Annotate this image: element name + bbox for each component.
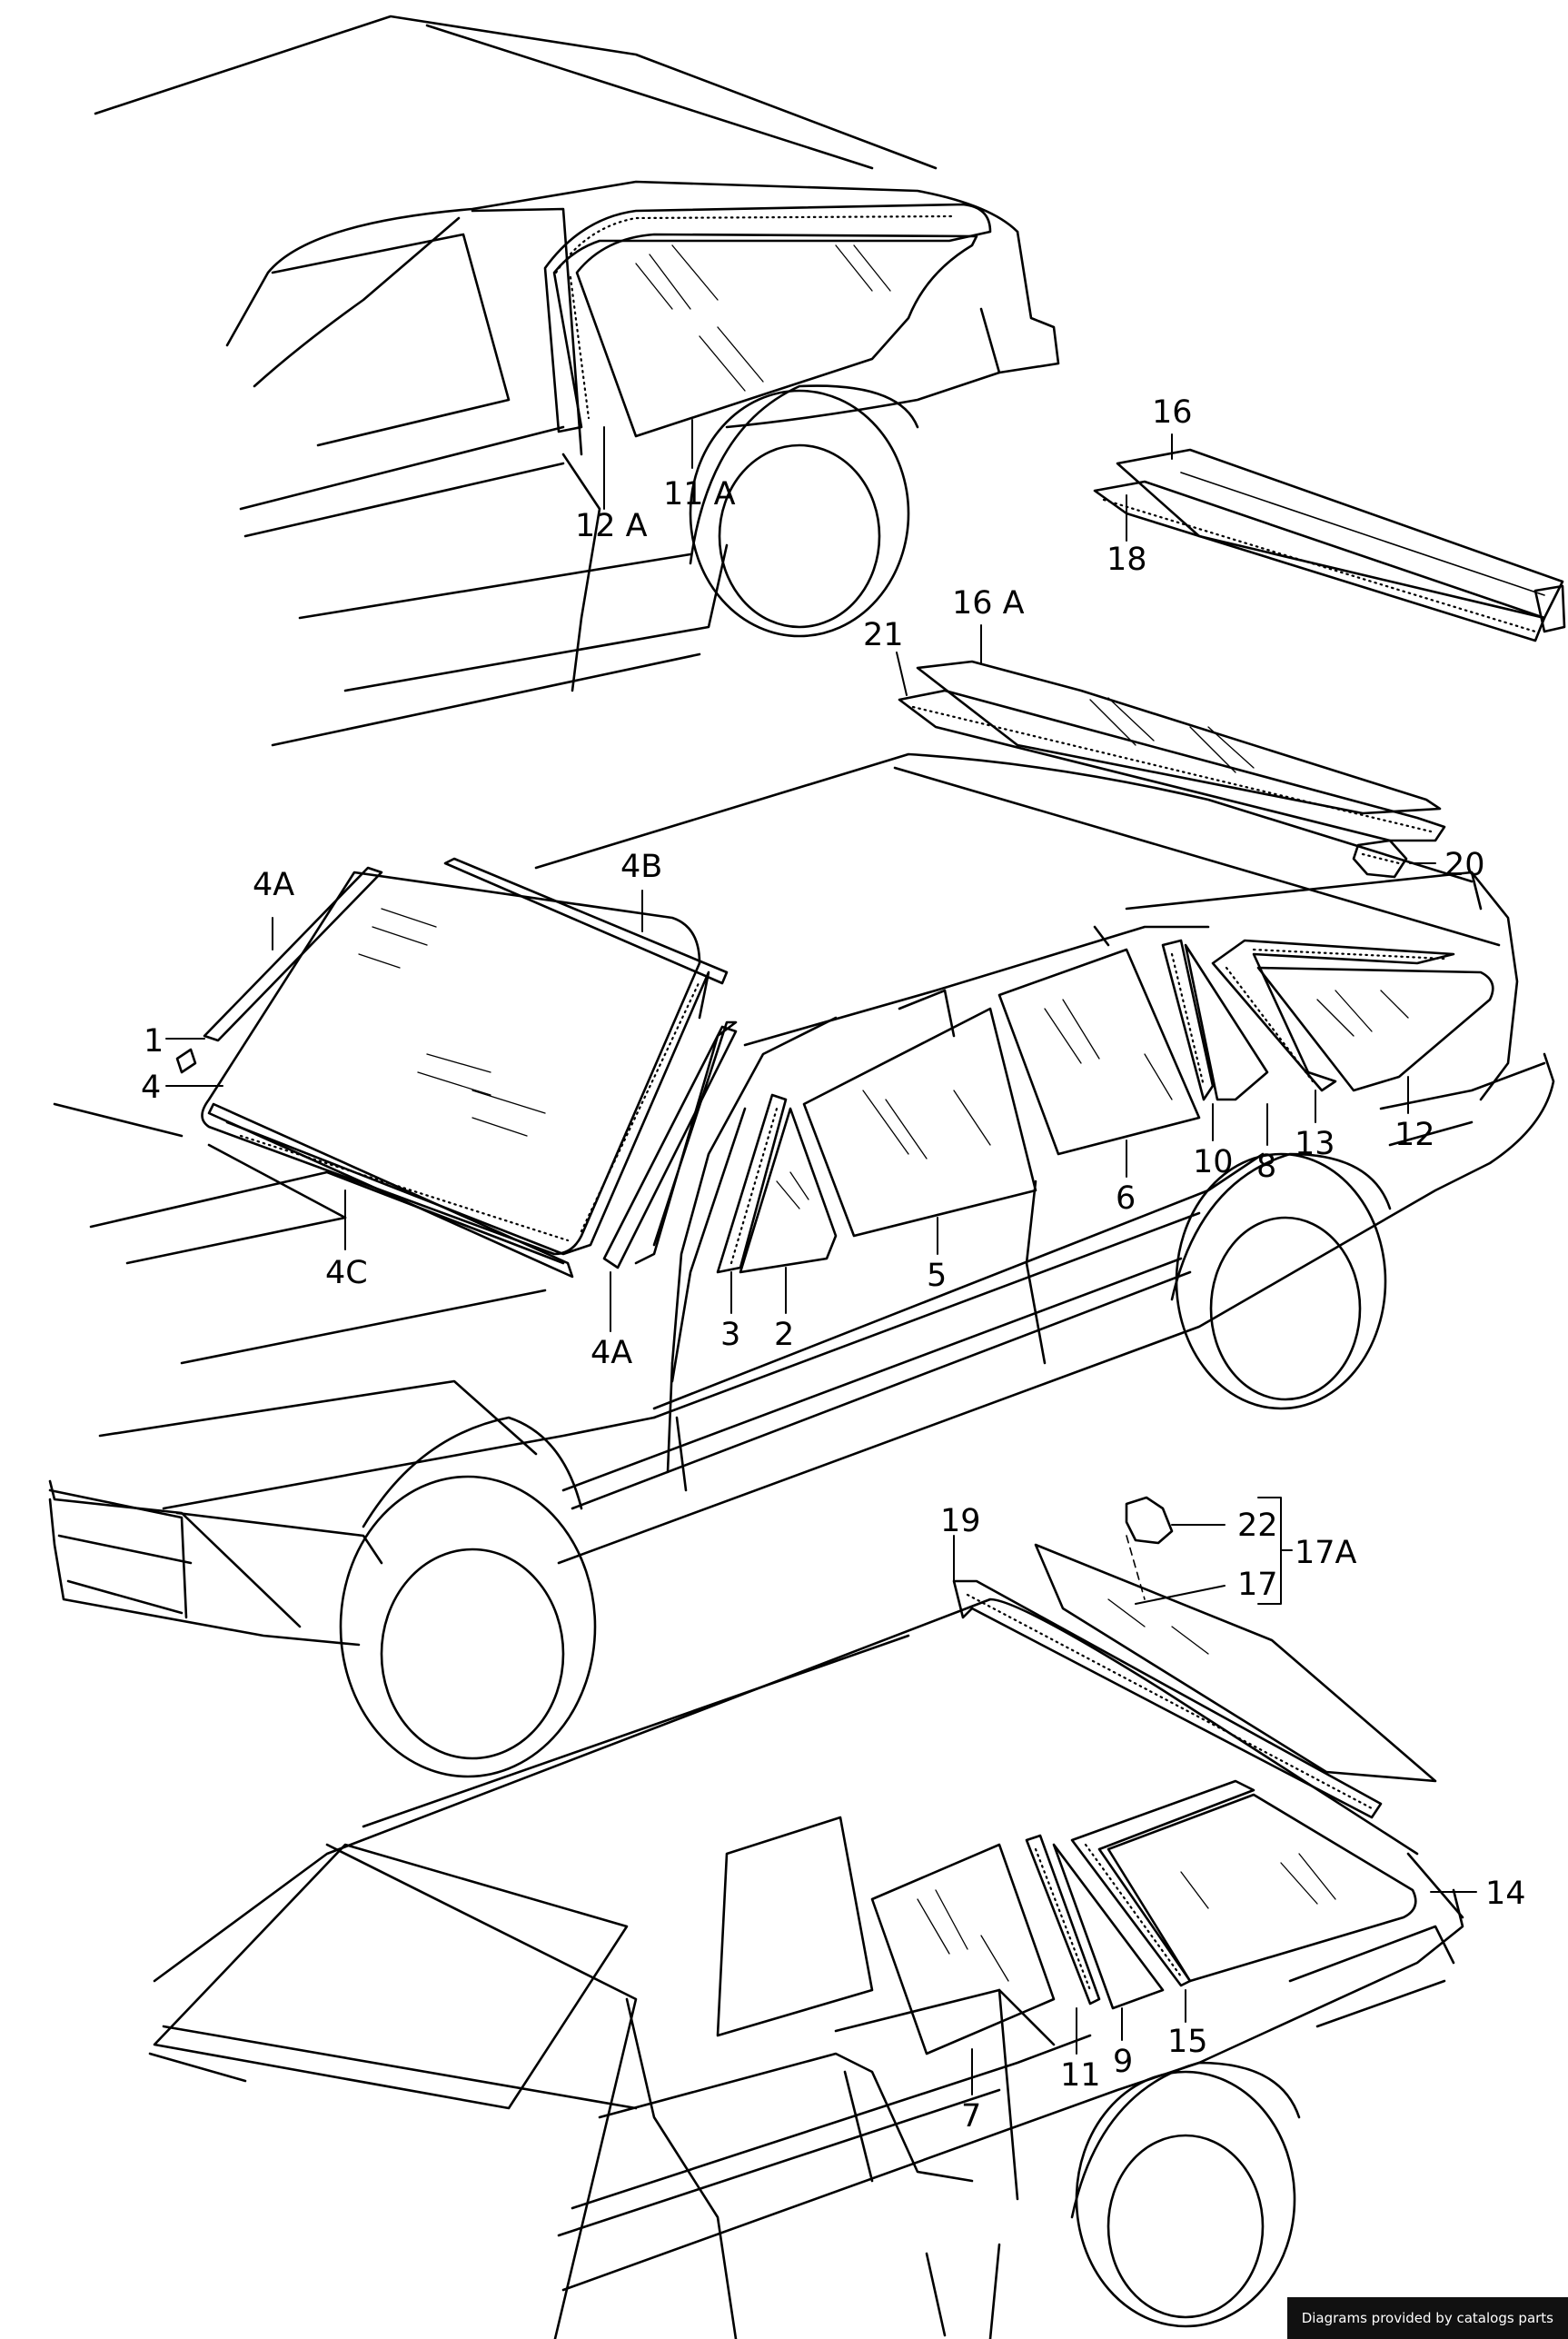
callout-12a: 12 A: [575, 508, 648, 544]
rear-door-glass-7-illustration: [870, 1843, 1056, 2055]
callout-2: 2: [774, 1317, 794, 1353]
callout-11a: 11 A: [663, 476, 736, 513]
callout-15: 15: [1167, 2024, 1208, 2060]
callout-labels: 12 A 11 A 16 18 16 A 21 20 4A 4B 1 4 4C …: [141, 394, 1526, 2135]
trim-strip-4c-illustration: [207, 1102, 574, 1279]
quarter-glass-14-illustration: [1107, 1793, 1417, 1983]
vent-glass-9-illustration: [1052, 1843, 1165, 2010]
seal-11-illustration: [1025, 1834, 1101, 2006]
callout-12: 12: [1394, 1117, 1435, 1153]
callout-20: 20: [1444, 847, 1485, 883]
credit-badge: Diagrams provided by catalogs parts: [1286, 2297, 1568, 2339]
quarter-window-glass-2-illustration: [739, 1107, 838, 1274]
callout-4a-bottom: 4A: [590, 1335, 632, 1371]
callout-8: 8: [1256, 1149, 1276, 1185]
callout-4c: 4C: [325, 1255, 368, 1291]
callout-16a: 16 A: [952, 585, 1025, 622]
quarter-window-seal-3-illustration: [716, 1093, 788, 1274]
callout-21: 21: [863, 617, 904, 653]
callout-13: 13: [1295, 1126, 1335, 1162]
trim-strip-4a-upper-illustration: [175, 866, 383, 1074]
callout-4b: 4B: [620, 849, 662, 885]
callout-1: 1: [144, 1023, 164, 1060]
rear-window-glass-16a-illustration: [916, 660, 1442, 815]
callout-17: 17: [1237, 1567, 1278, 1603]
rear-window-glass-16-illustration: [1116, 448, 1564, 620]
fastener-22-illustration: [1125, 1496, 1174, 1600]
windshield-glass-illustration: [201, 871, 710, 1256]
callout-3: 3: [720, 1317, 740, 1353]
quarter-seal-13-illustration: [1211, 939, 1455, 1092]
callout-10: 10: [1193, 1144, 1234, 1180]
tailgate-seal-19-illustration: [952, 1579, 1383, 1819]
callout-4: 4: [141, 1070, 161, 1106]
callout-22: 22: [1237, 1508, 1278, 1544]
quarter-glass-12-illustration: [1256, 966, 1494, 1092]
rear-window-seal-18-illustration: [1093, 480, 1566, 642]
callout-18: 18: [1107, 542, 1147, 578]
rear-door-glass-6-illustration: [997, 948, 1201, 1156]
front-door-glass-5-illustration: [802, 1007, 1037, 1238]
tailgate-glass-17-illustration: [1034, 1543, 1437, 1783]
trim-strip-4a-lower-illustration: [602, 1025, 738, 1269]
callout-5: 5: [927, 1258, 947, 1294]
coupe-rear-quarter-illustration: [94, 15, 1060, 747]
wagon-body-illustration: [148, 1597, 1464, 2339]
vent-window-seal-10-illustration: [1161, 939, 1215, 1101]
trim-strip-4b-illustration: [443, 857, 729, 985]
callout-6: 6: [1116, 1180, 1136, 1217]
clip-20-illustration: [1352, 839, 1408, 879]
callout-16: 16: [1152, 394, 1193, 431]
sedan-body-illustration: [48, 752, 1555, 1778]
callout-7: 7: [961, 2098, 981, 2135]
leader-lines: [165, 419, 1477, 2095]
callout-14: 14: [1485, 1876, 1526, 1912]
vent-window-glass-8-illustration: [1184, 943, 1269, 1101]
callout-11: 11: [1060, 2057, 1101, 2094]
quarter-seal-15-illustration: [1070, 1779, 1255, 1987]
callout-17a: 17A: [1295, 1535, 1357, 1571]
callout-9: 9: [1113, 2044, 1133, 2080]
rear-window-seal-21-illustration: [898, 689, 1446, 842]
callout-19: 19: [940, 1503, 981, 1539]
callout-4a-top: 4A: [253, 867, 294, 903]
